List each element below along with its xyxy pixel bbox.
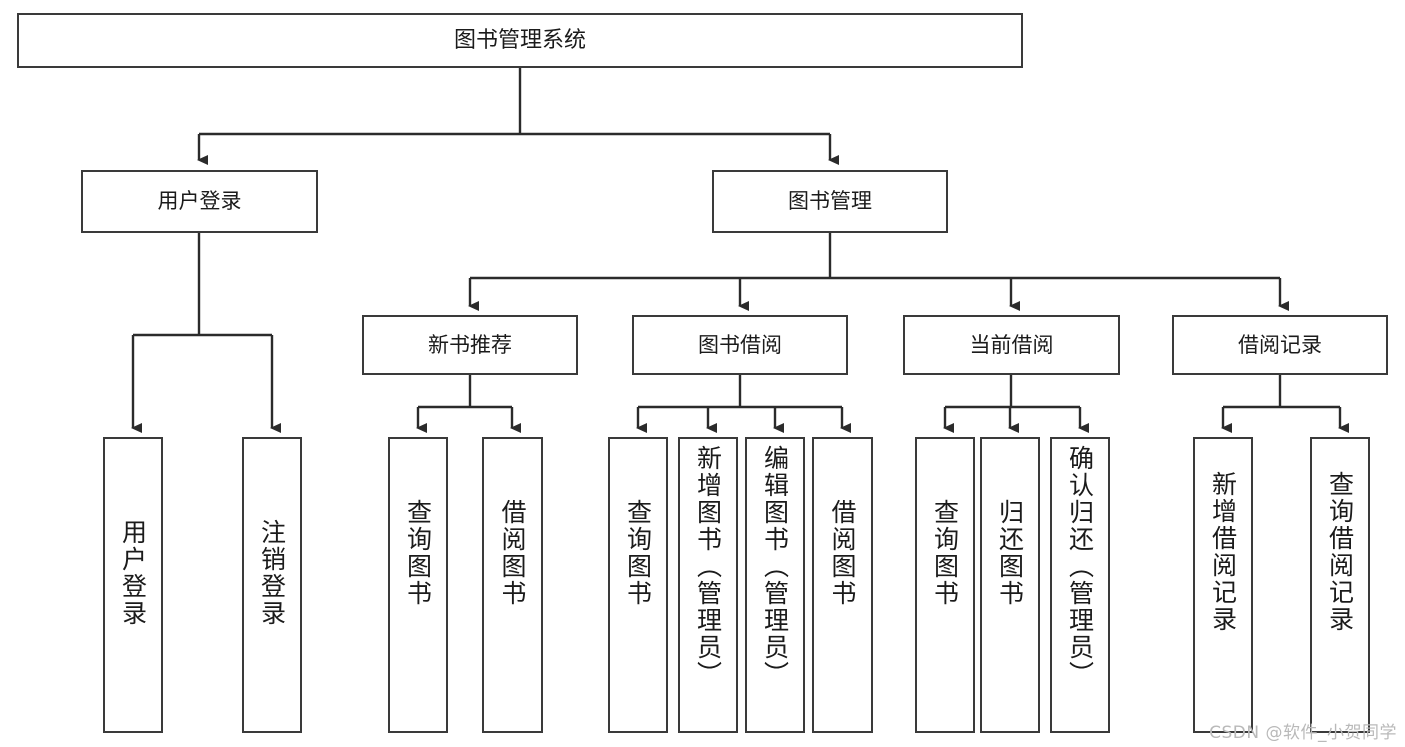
node-label: 新增图书（管理员）: [693, 445, 723, 688]
node-label: 新增借阅记录: [1208, 471, 1238, 633]
leaf-borrow-record-add[interactable]: 新增借阅记录: [1193, 437, 1253, 733]
node-label: 查询图书: [930, 499, 960, 607]
node-borrow-record[interactable]: 借阅记录: [1172, 315, 1388, 375]
node-label: 归还图书: [995, 499, 1025, 607]
leaf-current-borrow-confirm[interactable]: 确认归还（管理员）: [1050, 437, 1110, 733]
node-book-borrow[interactable]: 图书借阅: [632, 315, 848, 375]
leaf-book-borrow-edit[interactable]: 编辑图书（管理员）: [745, 437, 805, 733]
node-book-management[interactable]: 图书管理: [712, 170, 948, 233]
node-label: 新书推荐: [428, 332, 512, 357]
leaf-new-book-borrow[interactable]: 借阅图书: [482, 437, 543, 733]
node-label: 图书管理: [788, 189, 872, 214]
node-label: 编辑图书（管理员）: [760, 445, 790, 688]
node-label: 用户登录: [118, 519, 148, 627]
node-label: 查询图书: [403, 499, 433, 607]
leaf-book-borrow-add[interactable]: 新增图书（管理员）: [678, 437, 738, 733]
node-root-system[interactable]: 图书管理系统: [17, 13, 1023, 68]
node-label: 借阅图书: [828, 499, 857, 607]
node-new-book-recommend[interactable]: 新书推荐: [362, 315, 578, 375]
node-user-login[interactable]: 用户登录: [81, 170, 318, 233]
node-label: 当前借阅: [969, 332, 1054, 357]
leaf-user-login-login[interactable]: 用户登录: [103, 437, 163, 733]
node-label: 注销登录: [257, 519, 287, 627]
leaf-new-book-query[interactable]: 查询图书: [388, 437, 448, 733]
node-label: 查询借阅记录: [1325, 471, 1355, 633]
leaf-current-borrow-query[interactable]: 查询图书: [915, 437, 975, 733]
node-current-borrow[interactable]: 当前借阅: [903, 315, 1120, 375]
node-label: 确认归还（管理员）: [1065, 445, 1095, 688]
node-label: 借阅记录: [1238, 332, 1322, 357]
node-label: 图书管理系统: [453, 27, 586, 53]
node-label: 图书借阅: [698, 332, 782, 357]
node-label: 借阅图书: [498, 499, 527, 607]
node-label: 用户登录: [157, 189, 242, 214]
node-label: 查询图书: [623, 499, 653, 607]
leaf-user-login-logout[interactable]: 注销登录: [242, 437, 302, 733]
leaf-book-borrow-query[interactable]: 查询图书: [608, 437, 668, 733]
leaf-current-borrow-return[interactable]: 归还图书: [980, 437, 1040, 733]
leaf-borrow-record-query[interactable]: 查询借阅记录: [1310, 437, 1370, 733]
leaf-book-borrow-borrow[interactable]: 借阅图书: [812, 437, 873, 733]
watermark: CSDN @软件_小贺同学: [1209, 723, 1397, 743]
